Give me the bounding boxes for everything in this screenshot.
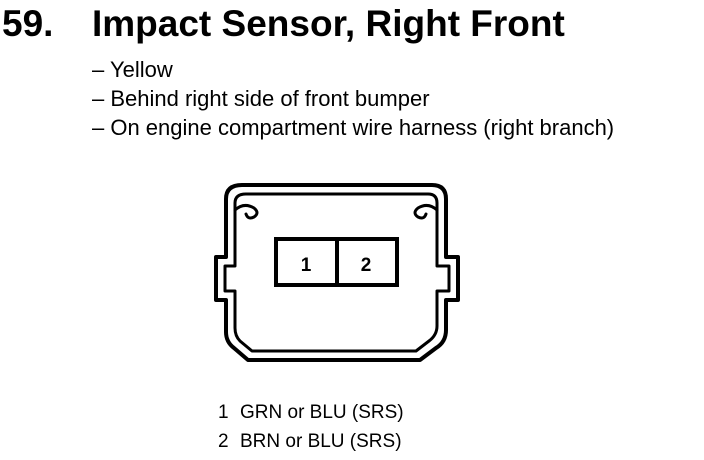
connector-latch-left: [233, 203, 259, 220]
detail-list: – Yellow – Behind right side of front bu…: [92, 55, 614, 142]
pin-list: 1 GRN or BLU (SRS) 2 BRN or BLU (SRS): [218, 398, 404, 456]
connector-diagram: 1 2: [214, 183, 460, 362]
connector-housing-outer: [214, 183, 460, 362]
pin-row: 2 BRN or BLU (SRS): [218, 427, 404, 456]
pin-wire: BRN or BLU (SRS): [240, 431, 402, 452]
detail-harness: – On engine compartment wire harness (ri…: [92, 115, 615, 140]
detail-color: – Yellow: [92, 57, 173, 82]
connector-housing-inner: [223, 192, 451, 353]
cavity-1-label: 1: [301, 255, 312, 276]
page-title: Impact Sensor, Right Front: [92, 3, 565, 44]
pin-row: 1 GRN or BLU (SRS): [218, 398, 404, 427]
pin-wire: GRN or BLU (SRS): [240, 402, 404, 423]
pin-number: 2: [218, 431, 229, 452]
detail-location: – Behind right side of front bumper: [92, 86, 430, 111]
cavity-2: [335, 237, 399, 287]
pin-number: 1: [218, 402, 229, 423]
cavity-2-label: 2: [361, 255, 372, 276]
heading-number: 59.: [2, 3, 54, 44]
connector-latch-right: [413, 203, 439, 220]
